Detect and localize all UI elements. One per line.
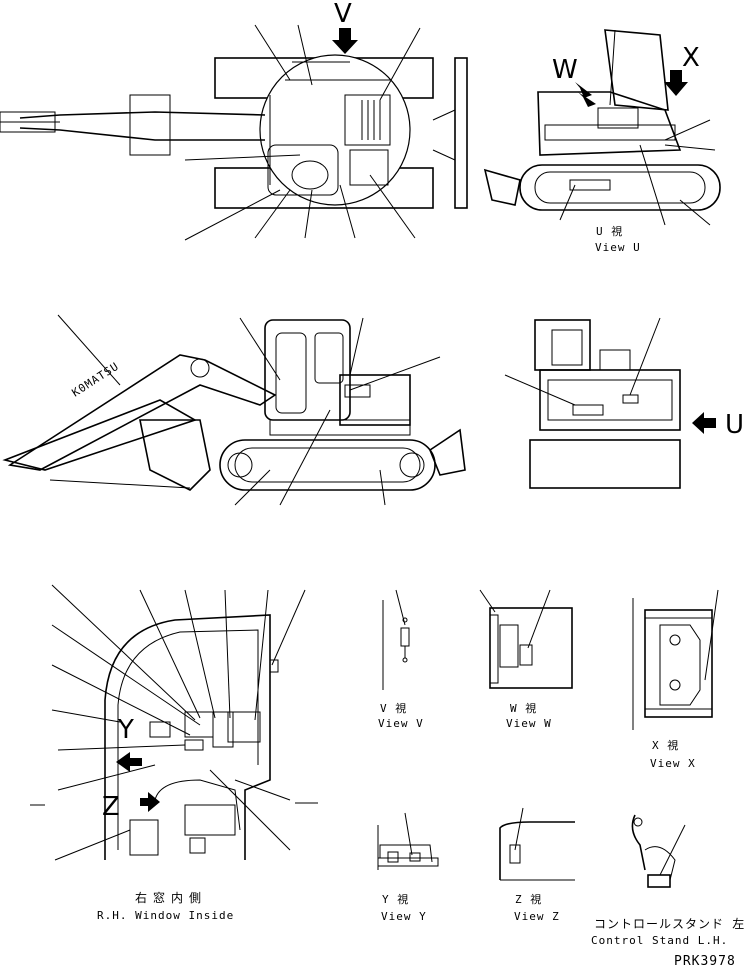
view-y-caption-en: View Y xyxy=(381,910,427,923)
view-x-caption-jp: X 視 xyxy=(652,738,679,752)
view-w-caption-jp: W 視 xyxy=(510,701,537,715)
top-view-machine xyxy=(0,54,468,209)
view-x-detail xyxy=(632,589,719,730)
view-y-detail xyxy=(377,812,439,870)
view-x-marker: X xyxy=(682,43,700,73)
view-v-marker: V xyxy=(334,0,352,29)
rh-window-caption-jp: 右窓内側 xyxy=(135,890,207,905)
view-v-caption-jp: V 視 xyxy=(380,701,407,715)
control-stand-detail xyxy=(631,814,686,888)
leader-lines-top-view xyxy=(184,24,421,241)
grille-pattern xyxy=(361,100,381,140)
view-w-marker: W xyxy=(552,55,578,85)
rear-view-machine: U xyxy=(504,317,744,489)
view-x-caption-en: View X xyxy=(650,757,696,770)
view-z-detail xyxy=(499,807,575,881)
rh-window-caption-en: R.H. Window Inside xyxy=(97,909,234,922)
view-v-caption-en: View V xyxy=(378,717,424,730)
view-u-caption-en: View U xyxy=(595,241,641,254)
view-u-caption-jp: U 視 xyxy=(596,224,623,238)
view-z-marker: Z xyxy=(102,792,120,822)
view-u-marker: U xyxy=(725,410,744,440)
view-v-detail xyxy=(382,589,410,690)
side-view-machine: K0MATSU xyxy=(2,314,466,506)
view-y-marker: Y xyxy=(117,715,134,745)
view-u-machine: W X xyxy=(483,29,721,226)
view-w-caption-en: View W xyxy=(506,717,552,730)
rh-window-inside: Y Z xyxy=(30,584,318,861)
control-stand-caption-en: Control Stand L.H. xyxy=(591,934,728,947)
control-stand-caption-jp: コントロールスタンド 左 xyxy=(594,916,745,931)
view-w-detail xyxy=(479,589,573,689)
view-z-caption-jp: Z 視 xyxy=(515,892,542,906)
view-v-arrow: V xyxy=(332,0,358,54)
view-y-caption-jp: Y 視 xyxy=(382,892,409,906)
view-z-caption-en: View Z xyxy=(514,910,560,923)
boom-decal-text: K0MATSU xyxy=(70,360,122,400)
drawing-number: PRK3978 xyxy=(674,954,736,969)
